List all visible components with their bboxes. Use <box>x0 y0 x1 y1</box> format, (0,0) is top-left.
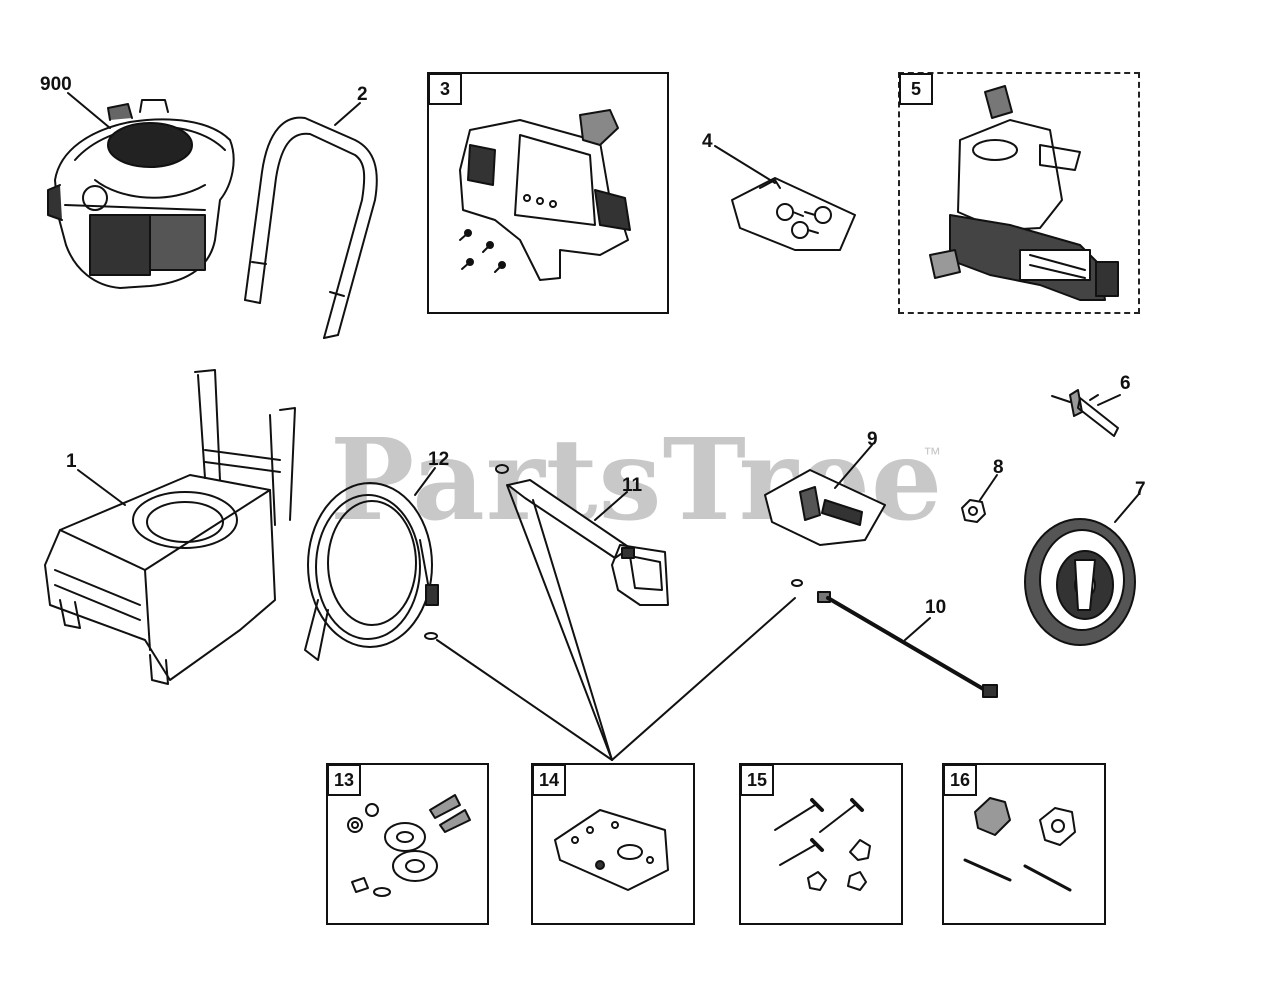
lance-drawing <box>791 579 998 698</box>
callout-1: 1 <box>66 451 77 472</box>
nut-drawing <box>961 499 986 523</box>
callout-6: 6 <box>1120 373 1131 394</box>
wheel-drawing <box>1024 518 1136 646</box>
callout-9: 9 <box>867 429 878 450</box>
part-box-13: 13 <box>326 763 489 925</box>
spray-gun-drawing <box>495 464 669 606</box>
box-label-13: 13 <box>327 764 361 796</box>
callout-900: 900 <box>40 74 72 95</box>
part-box-16: 16 <box>942 763 1106 925</box>
box-label-5: 5 <box>899 73 933 105</box>
kit-13-drawing <box>347 794 471 897</box>
part-box-5: 5 <box>898 72 1140 314</box>
frame-drawing <box>44 369 296 685</box>
trademark-symbol: ™ <box>923 444 941 464</box>
callout-12: 12 <box>428 449 450 470</box>
hose-drawing <box>304 482 439 661</box>
axle-bolt-drawing <box>1051 389 1119 437</box>
callout-11: 11 <box>622 475 643 496</box>
handle-drawing <box>244 116 378 339</box>
part-box-15: 15 <box>739 763 903 925</box>
pump-drawing <box>929 85 1119 301</box>
part-box-3: 3 <box>427 72 669 314</box>
part-box-14: 14 <box>531 763 695 925</box>
callout-2: 2 <box>357 84 368 105</box>
kit-15-drawing <box>774 798 871 891</box>
box-label-16: 16 <box>943 764 977 796</box>
screws-drawing <box>459 229 506 273</box>
box-label-14: 14 <box>532 764 566 796</box>
engine-drawing <box>47 99 235 289</box>
control-panel-drawing <box>459 109 631 281</box>
box-label-15: 15 <box>740 764 774 796</box>
hardware-bag-drawing <box>731 177 856 251</box>
kit-16-drawing <box>963 797 1076 892</box>
box-label-3: 3 <box>428 73 462 105</box>
callout-10: 10 <box>925 597 947 618</box>
callout-4: 4 <box>702 131 713 152</box>
callout-7: 7 <box>1135 479 1146 500</box>
hardware-bag-9-drawing <box>764 469 886 546</box>
callout-8: 8 <box>993 457 1004 478</box>
kit-14-drawing <box>554 809 669 891</box>
